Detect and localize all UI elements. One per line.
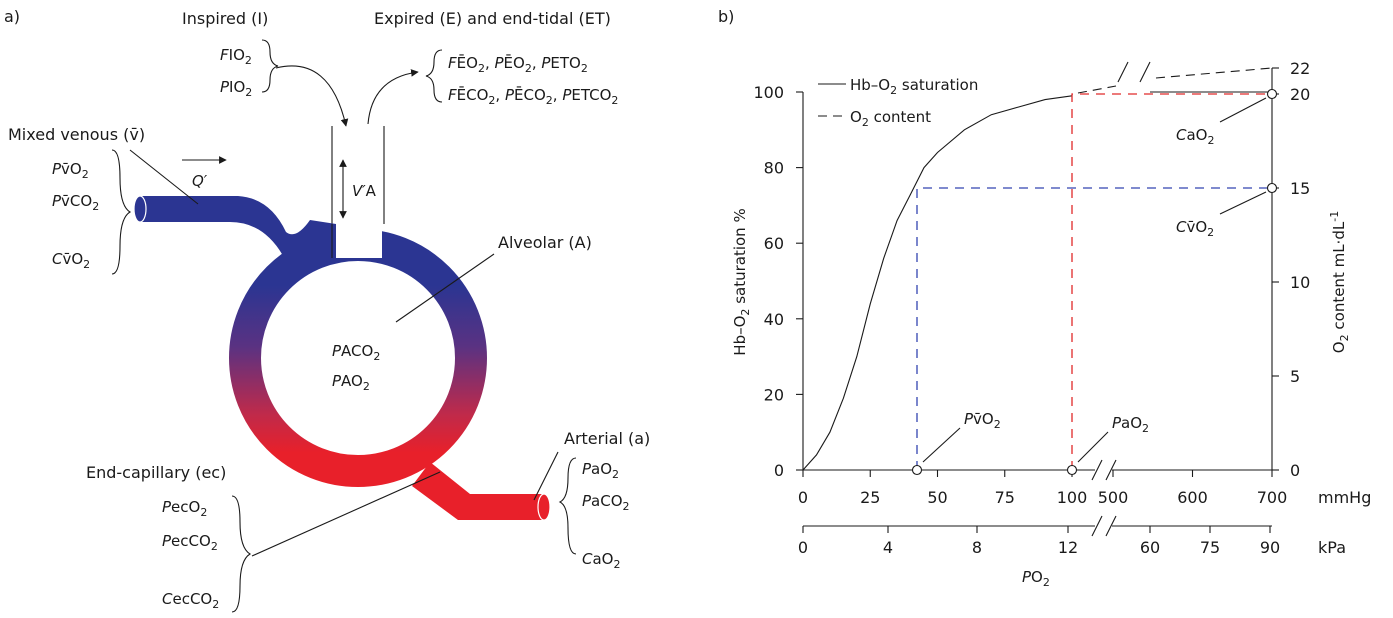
- svg-text:Pv̄CO2: Pv̄CO2: [52, 192, 99, 213]
- svg-text:CecCO2: CecCO2: [162, 590, 219, 611]
- marker-cvo2: [1266, 182, 1278, 194]
- kpa-tick-label: 12: [1058, 538, 1078, 557]
- kpa-tick-label: 90: [1260, 538, 1280, 557]
- y-label-right: O2 content mL·dL-1: [1328, 211, 1351, 353]
- inspired-vars: FIO2 PIO2: [220, 39, 349, 127]
- y2-tick-label: 0: [1290, 461, 1300, 480]
- annot-cvo2: Cv̄O2: [1176, 218, 1214, 239]
- marker-cao2: [1266, 88, 1278, 100]
- expired-label: Expired (E) and end-tidal (ET): [374, 9, 611, 28]
- y-tick-label: 60: [764, 234, 784, 253]
- saturation-curve: [802, 95, 1073, 471]
- svg-text:Cv̄O2: Cv̄O2: [52, 250, 90, 271]
- kpa-tick-label: 75: [1200, 538, 1220, 557]
- svg-text:PIO2: PIO2: [220, 78, 252, 99]
- svg-text:Hb–O2 saturation: Hb–O2 saturation: [850, 76, 978, 97]
- panel-a: a) Inspired (I) Expired (E) and end-tida…: [4, 7, 650, 613]
- kpa-tick-label: 4: [883, 538, 893, 557]
- y2-tick-label: 10: [1290, 273, 1310, 292]
- mixed-venous-label: Mixed venous (v̄): [8, 125, 145, 144]
- svg-text:PecCO2: PecCO2: [162, 532, 218, 553]
- marker-pvo2: [911, 464, 923, 476]
- svg-text:O2 content: O2 content: [850, 108, 931, 129]
- svg-text:PaO2: PaO2: [582, 460, 619, 481]
- kpa-tick-label: 0: [798, 538, 808, 557]
- svg-text:Pv̄O2: Pv̄O2: [52, 160, 89, 181]
- marker-pao2: [1066, 464, 1078, 476]
- annot-cao2: CaO2: [1176, 126, 1214, 147]
- arterial-label: Arterial (a): [564, 429, 650, 448]
- y-tick-label: 40: [764, 310, 784, 329]
- alveolar-label: Alveolar (A): [498, 233, 592, 252]
- x-tick-label: 25: [860, 488, 880, 507]
- inspire-arrow: [275, 65, 349, 127]
- y-tick-label: 80: [764, 159, 784, 178]
- annot-pvo2: Pv̄O2: [964, 410, 1001, 431]
- arterial-guide: [1071, 93, 1272, 470]
- kpa-tick-label: 8: [972, 538, 982, 557]
- y2-tick-label: 5: [1290, 367, 1300, 386]
- y2-tick-label: 15: [1290, 179, 1310, 198]
- svg-text:PaCO2: PaCO2: [582, 492, 630, 513]
- svg-text:PAO2: PAO2: [332, 372, 370, 393]
- y2-tick-label: 20: [1290, 85, 1310, 104]
- inspired-label: Inspired (I): [182, 9, 268, 28]
- y2-tick-label: 22: [1290, 59, 1310, 78]
- svg-text:PACO2: PACO2: [332, 342, 380, 363]
- x-tick-label: 0: [798, 488, 808, 507]
- va-label: V′A: [352, 182, 377, 200]
- panel-b-label: b): [718, 7, 734, 26]
- y-tick-label: 20: [764, 385, 784, 404]
- x-tick-label: 500: [1098, 488, 1129, 507]
- x-tick-label: 700: [1257, 488, 1288, 507]
- svg-text:PecO2: PecO2: [162, 498, 207, 519]
- x-label: PO2: [1022, 568, 1050, 589]
- expired-line1: FĒO2, PĒO2, PETO2: [448, 54, 588, 75]
- expire-arrow: [367, 69, 419, 125]
- kpa-tick-label: 60: [1140, 538, 1160, 557]
- unit-mmhg: mmHg: [1318, 488, 1371, 507]
- panel-a-label: a): [4, 7, 20, 26]
- x-tick-label: 75: [995, 488, 1015, 507]
- x-tick-label: 50: [927, 488, 947, 507]
- svg-text:FIO2: FIO2: [220, 46, 252, 67]
- end-capillary-label: End-capillary (ec): [86, 463, 226, 482]
- flow-label: Q′: [192, 172, 208, 190]
- x-tick-label: 100: [1057, 488, 1088, 507]
- expired-line2: FĒCO2, PĒCO2, PETCO2: [448, 86, 618, 107]
- unit-kpa: kPa: [1318, 538, 1346, 557]
- arterial-vessel: [412, 462, 544, 520]
- y-tick-label: 100: [753, 83, 784, 102]
- svg-text:CaO2: CaO2: [582, 550, 620, 571]
- annot-pao2: PaO2: [1112, 414, 1149, 435]
- legend: Hb–O2 saturation O2 content: [818, 76, 978, 129]
- y-label-left: Hb–O2 saturation %: [731, 208, 752, 355]
- expired-vars: FĒO2, PĒO2, PETO2 FĒCO2, PĒCO2, PETCO2: [367, 49, 618, 125]
- x-tick-label: 600: [1177, 488, 1208, 507]
- venous-guide: [916, 187, 1272, 470]
- content-dashed: [1077, 67, 1273, 94]
- y-tick-label: 0: [774, 461, 784, 480]
